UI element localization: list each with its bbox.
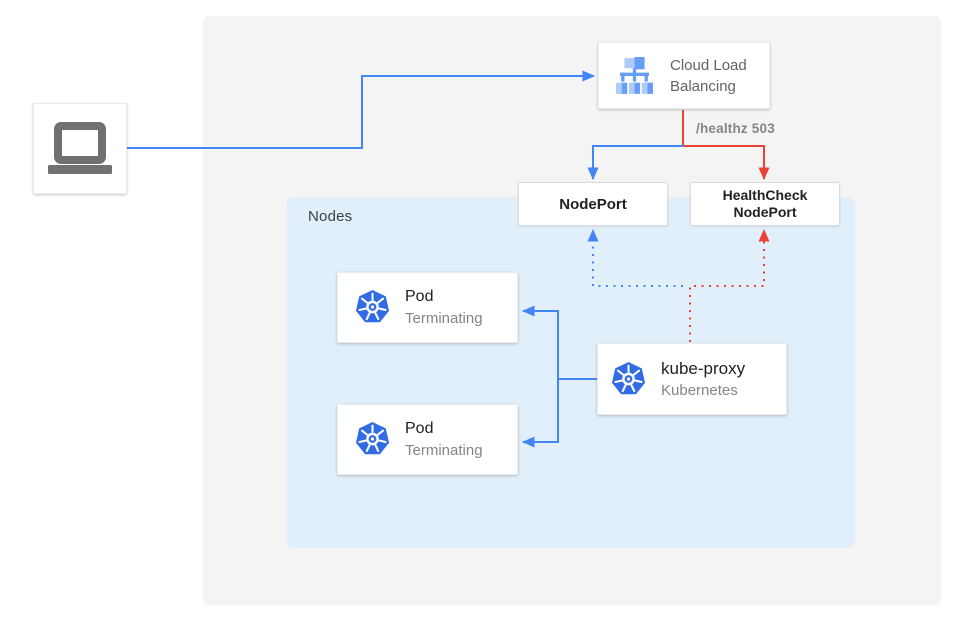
nodes-group-label: Nodes <box>308 208 353 225</box>
pod-2-title: Pod <box>405 420 434 437</box>
pod-node-2: Pod Terminating <box>337 404 518 475</box>
healthcheck-label-line2: NodePort <box>733 204 797 220</box>
nodeport-node: NodePort <box>518 182 668 226</box>
healthcheck-label-line1: HealthCheck <box>722 187 808 203</box>
clb-label-line1: Cloud Load <box>670 56 747 74</box>
cloud-load-balancing-label: Cloud Load Balancing <box>670 55 747 97</box>
healthcheck-nodeport-node: HealthCheck NodePort <box>690 182 840 226</box>
cloud-load-balancing-node: Cloud Load Balancing <box>598 42 770 109</box>
laptop-icon <box>48 121 112 174</box>
edge-clb-to-healthcheck <box>682 110 770 180</box>
pod-1-status: Terminating <box>405 310 483 327</box>
cloud-load-balancing-icon <box>616 56 653 94</box>
pod-node-1: Pod Terminating <box>337 272 518 343</box>
kube-proxy-node: kube-proxy Kubernetes <box>597 343 787 415</box>
nodeport-label: NodePort <box>559 195 627 213</box>
kube-proxy-text: kube-proxy Kubernetes <box>661 358 745 401</box>
edge-client-to-clb <box>127 70 595 149</box>
kubernetes-icon <box>354 421 391 458</box>
healthz-edge-label: /healthz 503 <box>696 121 775 136</box>
kubernetes-icon <box>354 289 391 326</box>
edge-kubeproxy-to-pod2 <box>522 378 559 448</box>
pod-1-title: Pod <box>405 288 434 305</box>
kube-proxy-subtitle: Kubernetes <box>661 381 738 399</box>
pod-2-status: Terminating <box>405 442 483 459</box>
client-node <box>33 103 127 194</box>
kubernetes-icon <box>610 361 647 398</box>
edge-kubeproxy-to-healthcheck <box>689 229 770 342</box>
edge-kubeproxy-to-pod1 <box>522 305 559 380</box>
pod-2-text: Pod Terminating <box>405 418 483 461</box>
edge-kubeproxy-to-nodeport <box>587 229 683 287</box>
clb-label-line2: Balancing <box>670 77 736 95</box>
pod-1-text: Pod Terminating <box>405 286 483 329</box>
kube-proxy-title: kube-proxy <box>661 358 746 378</box>
edge-clb-to-nodeport <box>587 145 684 180</box>
